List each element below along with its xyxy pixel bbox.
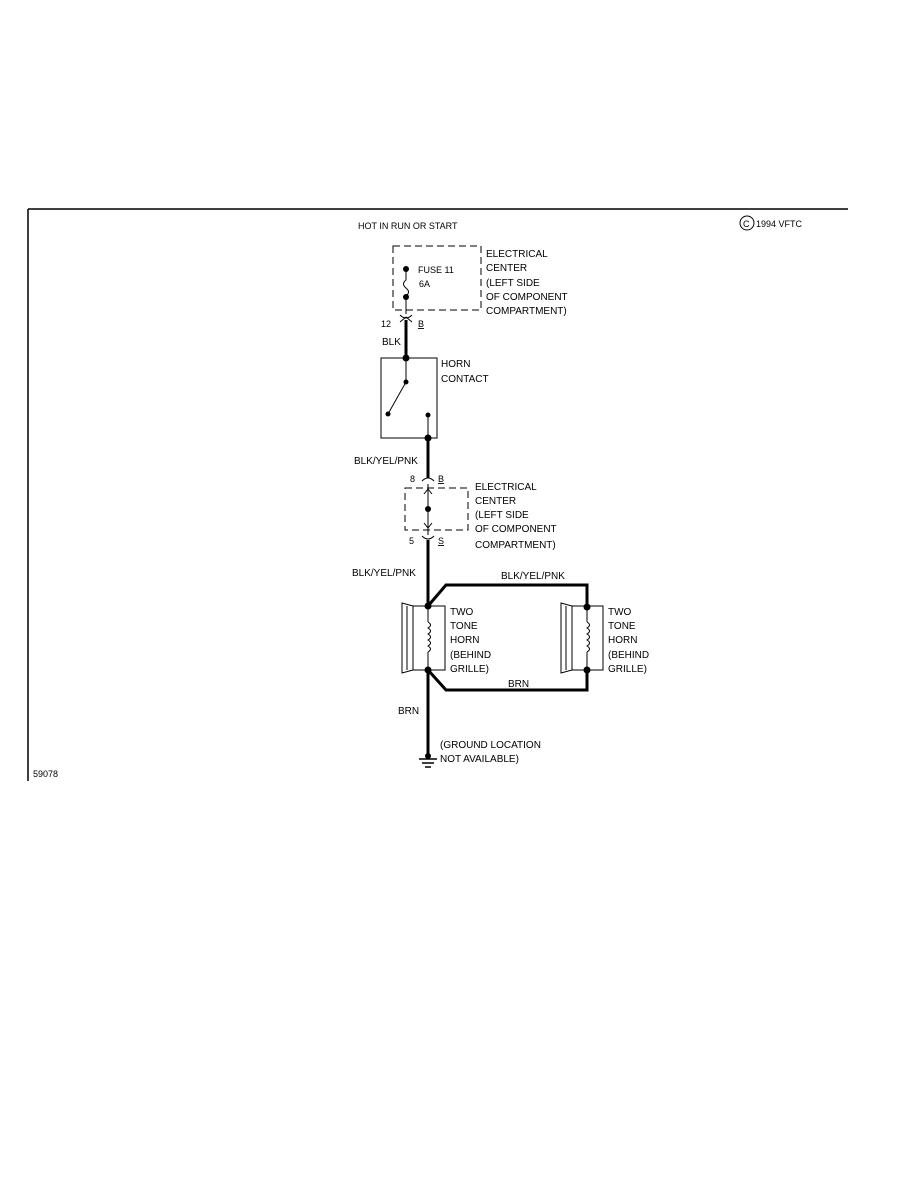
horn-right-label-4: (BEHIND (608, 650, 649, 661)
horn-contact-label-2: CONTACT (441, 374, 489, 385)
horn-left-symbol (401, 602, 446, 674)
horn-contact-box (380, 357, 438, 439)
ground-node (425, 753, 431, 759)
connector-2-pin-bottom-left: 5 (409, 536, 414, 546)
ground-label-1: (GROUND LOCATION (440, 740, 541, 751)
horn-right-node-top (583, 603, 591, 611)
connector-2-pin-top-left: 8 (410, 474, 415, 484)
horn-left-label-5: GRILLE) (450, 664, 489, 675)
electrical-center-2-line-3: (LEFT SIDE (475, 510, 529, 521)
fuse-rating: 6A (419, 279, 430, 289)
horn-contact-label-1: HORN (441, 359, 470, 370)
electrical-center-2-line-5: COMPARTMENT) (475, 540, 556, 551)
horn-left-label-4: (BEHIND (450, 650, 491, 661)
electrical-center-1-line-1: ELECTRICAL (486, 249, 548, 260)
copyright-symbol: C (743, 219, 750, 229)
horn-left-label-1: TWO (450, 607, 474, 618)
electrical-center-1-line-5: COMPARTMENT) (486, 306, 567, 317)
center-2-arrow (423, 488, 433, 495)
connector-1-symbol-lower (399, 316, 413, 323)
wire-blk-yel-pnk-1-label: BLK/YEL/PNK (354, 456, 418, 467)
horn-left-label-3: HORN (450, 635, 479, 646)
wire-blk-yel-pnk-2-label: BLK/YEL/PNK (352, 568, 416, 579)
electrical-center-1-line-2: CENTER (486, 263, 527, 274)
connector-1-symbol (399, 314, 413, 319)
fuse-element (403, 279, 409, 297)
fuse-node-top (403, 266, 409, 272)
connector-1-pin-right: B (418, 319, 424, 329)
electrical-center-2-line-1: ELECTRICAL (475, 482, 537, 493)
wire-brn-1-label: BRN (398, 706, 419, 717)
center-2-node (425, 506, 431, 512)
copyright-circle (739, 215, 755, 231)
connector-1-pin-left: 12 (381, 319, 391, 329)
horn-right-symbol (560, 602, 604, 674)
fuse-name: FUSE 11 (418, 265, 454, 275)
electrical-center-2-line-2: CENTER (475, 496, 516, 507)
wire-blk-yel-pnk-3 (426, 583, 589, 607)
copyright-text: 1994 VFTC (756, 219, 803, 229)
wire-blk-label: BLK (382, 337, 401, 348)
center-2-arrow-lower (423, 522, 433, 529)
electrical-center-box-2 (404, 487, 469, 531)
electrical-center-2-line-4: OF COMPONENT (475, 524, 557, 535)
ground-label-2: NOT AVAILABLE) (440, 754, 519, 765)
electrical-center-1-line-3: (LEFT SIDE (486, 278, 540, 289)
horn-left-node-top (424, 602, 432, 610)
horn-contact-switch-arm (387, 381, 407, 415)
horn-right-label-1: TWO (608, 607, 632, 618)
wire-blk-yel-pnk-3-label: BLK/YEL/PNK (501, 571, 565, 582)
horn-right-label-2: TONE (608, 621, 636, 632)
horn-right-label-5: GRILLE) (608, 664, 647, 675)
figure-number: 59078 (33, 769, 58, 779)
wire-brn-2-label: BRN (508, 679, 529, 690)
connector-2-pin-top-right: B (438, 474, 444, 484)
horn-right-label-3: HORN (608, 635, 637, 646)
hot-in-run-label: HOT IN RUN OR START (358, 221, 458, 231)
connector-2-bottom-symbol (421, 535, 435, 540)
wire-brn-2 (426, 668, 589, 692)
horn-left-label-2: TONE (450, 621, 478, 632)
connector-2-top-symbol (421, 477, 435, 482)
electrical-center-box-1 (392, 245, 482, 311)
horn-contact-arm-end (385, 411, 391, 417)
connector-2-pin-bottom-right: S (438, 536, 444, 546)
electrical-center-1-line-4: OF COMPONENT (486, 292, 568, 303)
ground-icon (419, 758, 437, 768)
